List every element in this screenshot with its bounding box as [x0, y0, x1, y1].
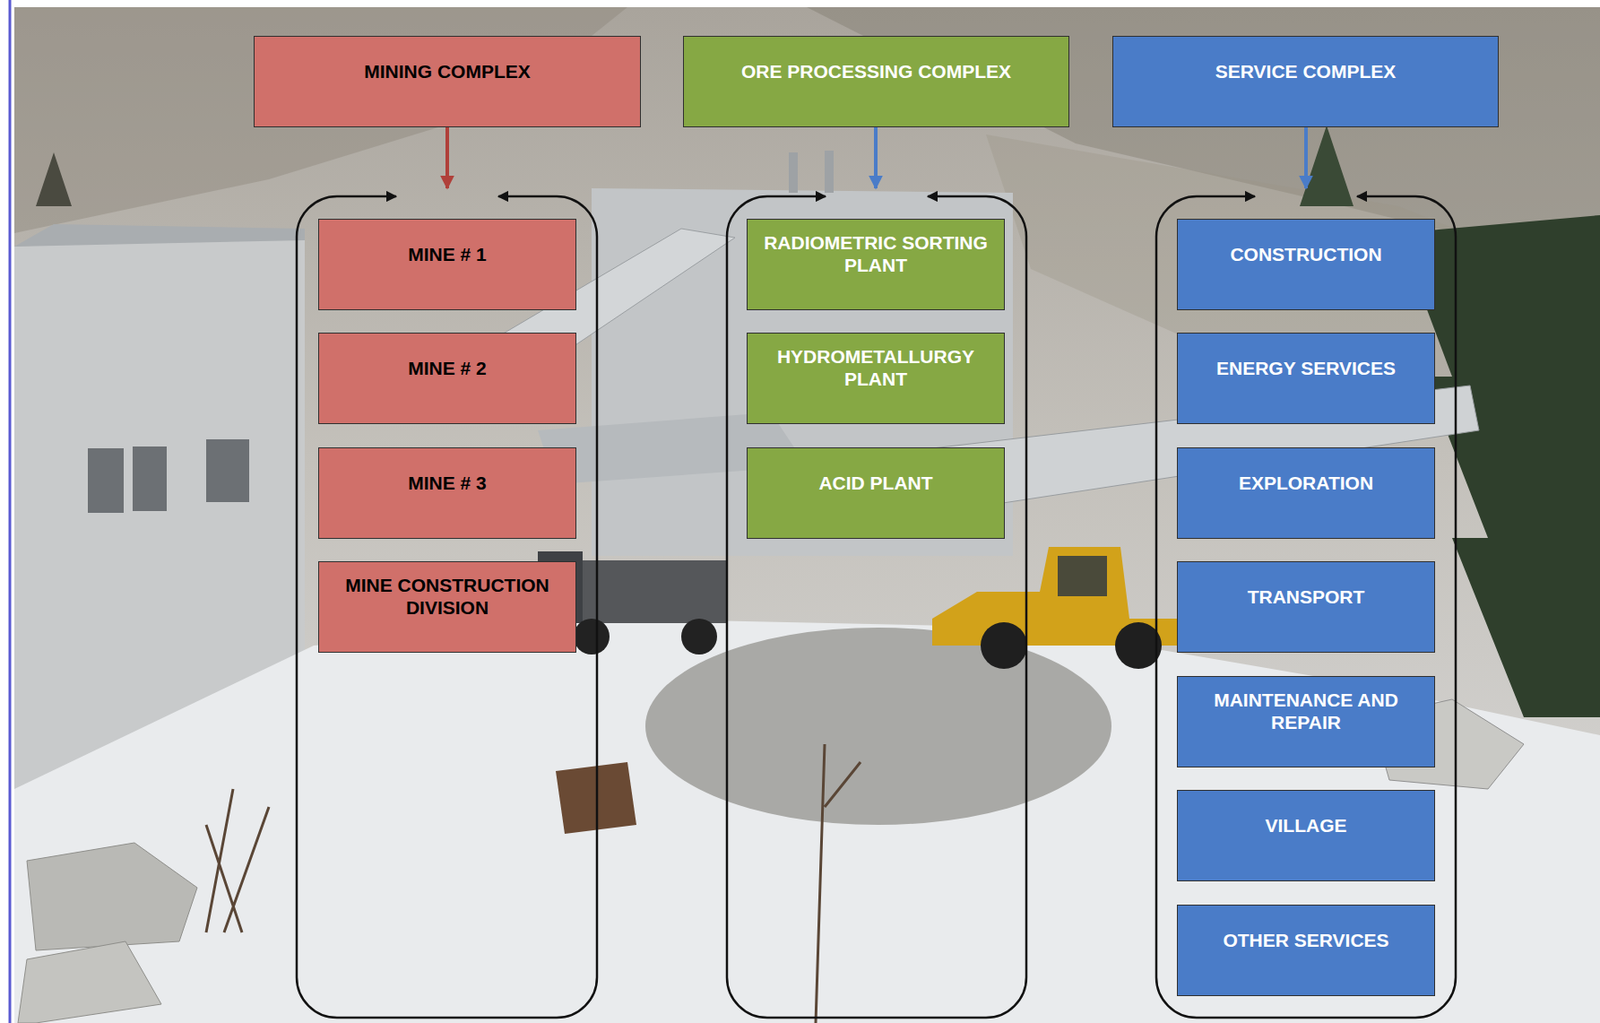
text-block: CONSTRUCTION: [1190, 242, 1422, 266]
box-label: TRANSPORT: [1190, 585, 1422, 608]
box-label: EXPLORATION: [1190, 471, 1422, 494]
text-block: OTHER SERVICES: [1190, 928, 1422, 952]
shrub: [206, 743, 861, 1023]
gravel-yard: [645, 627, 1112, 825]
group-bracket: [1156, 196, 1456, 1018]
pine-tree: [1299, 125, 1354, 207]
hillside: [14, 7, 1600, 1023]
down-arrow: [873, 127, 878, 189]
window: [132, 446, 167, 511]
text-block: HYDROMETALLURGY PLANT: [760, 345, 992, 390]
box-label: ACID PLANT: [760, 471, 992, 494]
text-block: SERVICE COMPLEX: [1125, 60, 1486, 83]
loader-cab: [1057, 555, 1108, 597]
text-block: VILLAGE: [1190, 813, 1422, 837]
box-label: ENERGY SERVICES: [1190, 356, 1422, 380]
box-label: MINE # 1: [331, 242, 563, 266]
box-label: ORE PROCESSING COMPLEX: [696, 60, 1056, 83]
stack: [788, 152, 798, 193]
unit-box: MINE # 1: [318, 218, 577, 311]
box-label: OTHER SERVICES: [1190, 928, 1422, 952]
stack: [824, 150, 834, 193]
unit-box: VILLAGE: [1176, 789, 1436, 882]
text-block: MINE # 1: [331, 242, 563, 266]
text-block: MINE CONSTRUCTION DIVISION: [331, 573, 563, 619]
unit-box: MINE # 2: [318, 332, 577, 424]
box-label: VILLAGE: [1190, 813, 1422, 837]
rock: [26, 842, 198, 951]
text-block: MINE # 3: [331, 471, 563, 494]
text-block: RADIOMETRIC SORTING PLANT: [760, 231, 992, 277]
box-label: MINE # 3: [331, 471, 563, 494]
loader-wheel: [1115, 622, 1162, 669]
unit-box: CONSTRUCTION: [1176, 218, 1436, 311]
unit-box: OTHER SERVICES: [1176, 904, 1436, 996]
text-block: ENERGY SERVICES: [1190, 356, 1422, 380]
complex-header: SERVICE COMPLEX: [1112, 35, 1499, 128]
box-label: RADIOMETRIC SORTING PLANT: [760, 231, 992, 277]
unit-box: TRANSPORT: [1176, 561, 1436, 653]
down-arrow: [445, 127, 450, 189]
frame-line: [8, 0, 12, 1023]
unit-box: EXPLORATION: [1176, 447, 1436, 539]
truck-wheel: [573, 618, 610, 655]
unit-box: MINE CONSTRUCTION DIVISION: [318, 561, 577, 653]
unit-box: MINE # 3: [318, 447, 577, 539]
left-building-roof: [14, 224, 305, 247]
box-label: MINE CONSTRUCTION DIVISION: [331, 573, 563, 619]
unit-box: RADIOMETRIC SORTING PLANT: [746, 218, 1005, 311]
window: [206, 439, 250, 502]
window: [87, 448, 124, 513]
box-label: MINING COMPLEX: [267, 60, 628, 83]
box-label: MINE # 2: [331, 356, 563, 380]
text-block: ORE PROCESSING COMPLEX: [696, 60, 1056, 83]
central-building: [591, 188, 1013, 556]
text-block: TRANSPORT: [1190, 585, 1422, 608]
box-label: SERVICE COMPLEX: [1125, 60, 1486, 83]
unit-box: HYDROMETALLURGY PLANT: [746, 332, 1005, 424]
text-block: ACID PLANT: [760, 471, 992, 494]
group-bracket: [726, 196, 1027, 1018]
unit-box: ACID PLANT: [746, 447, 1005, 539]
text-block: MAINTENANCE AND REPAIR: [1190, 688, 1422, 734]
box-label: CONSTRUCTION: [1190, 242, 1422, 266]
text-block: MINE # 2: [331, 356, 563, 380]
rock: [17, 941, 162, 1023]
complex-header: MINING COMPLEX: [253, 35, 641, 128]
unit-box: MAINTENANCE AND REPAIR: [1176, 675, 1436, 768]
pine-tree: [35, 152, 72, 207]
truck-wheel: [681, 618, 718, 655]
down-arrow: [1304, 127, 1308, 189]
complex-header: ORE PROCESSING COMPLEX: [683, 35, 1070, 128]
text-block: EXPLORATION: [1190, 471, 1422, 494]
unit-box: ENERGY SERVICES: [1176, 332, 1436, 424]
group-bracket: [296, 196, 597, 1018]
box-label: MAINTENANCE AND REPAIR: [1190, 688, 1422, 734]
loader-wheel: [980, 622, 1028, 669]
text-block: MINING COMPLEX: [267, 60, 628, 83]
snow-ground: [14, 618, 1600, 1023]
box-label: HYDROMETALLURGY PLANT: [760, 345, 992, 390]
